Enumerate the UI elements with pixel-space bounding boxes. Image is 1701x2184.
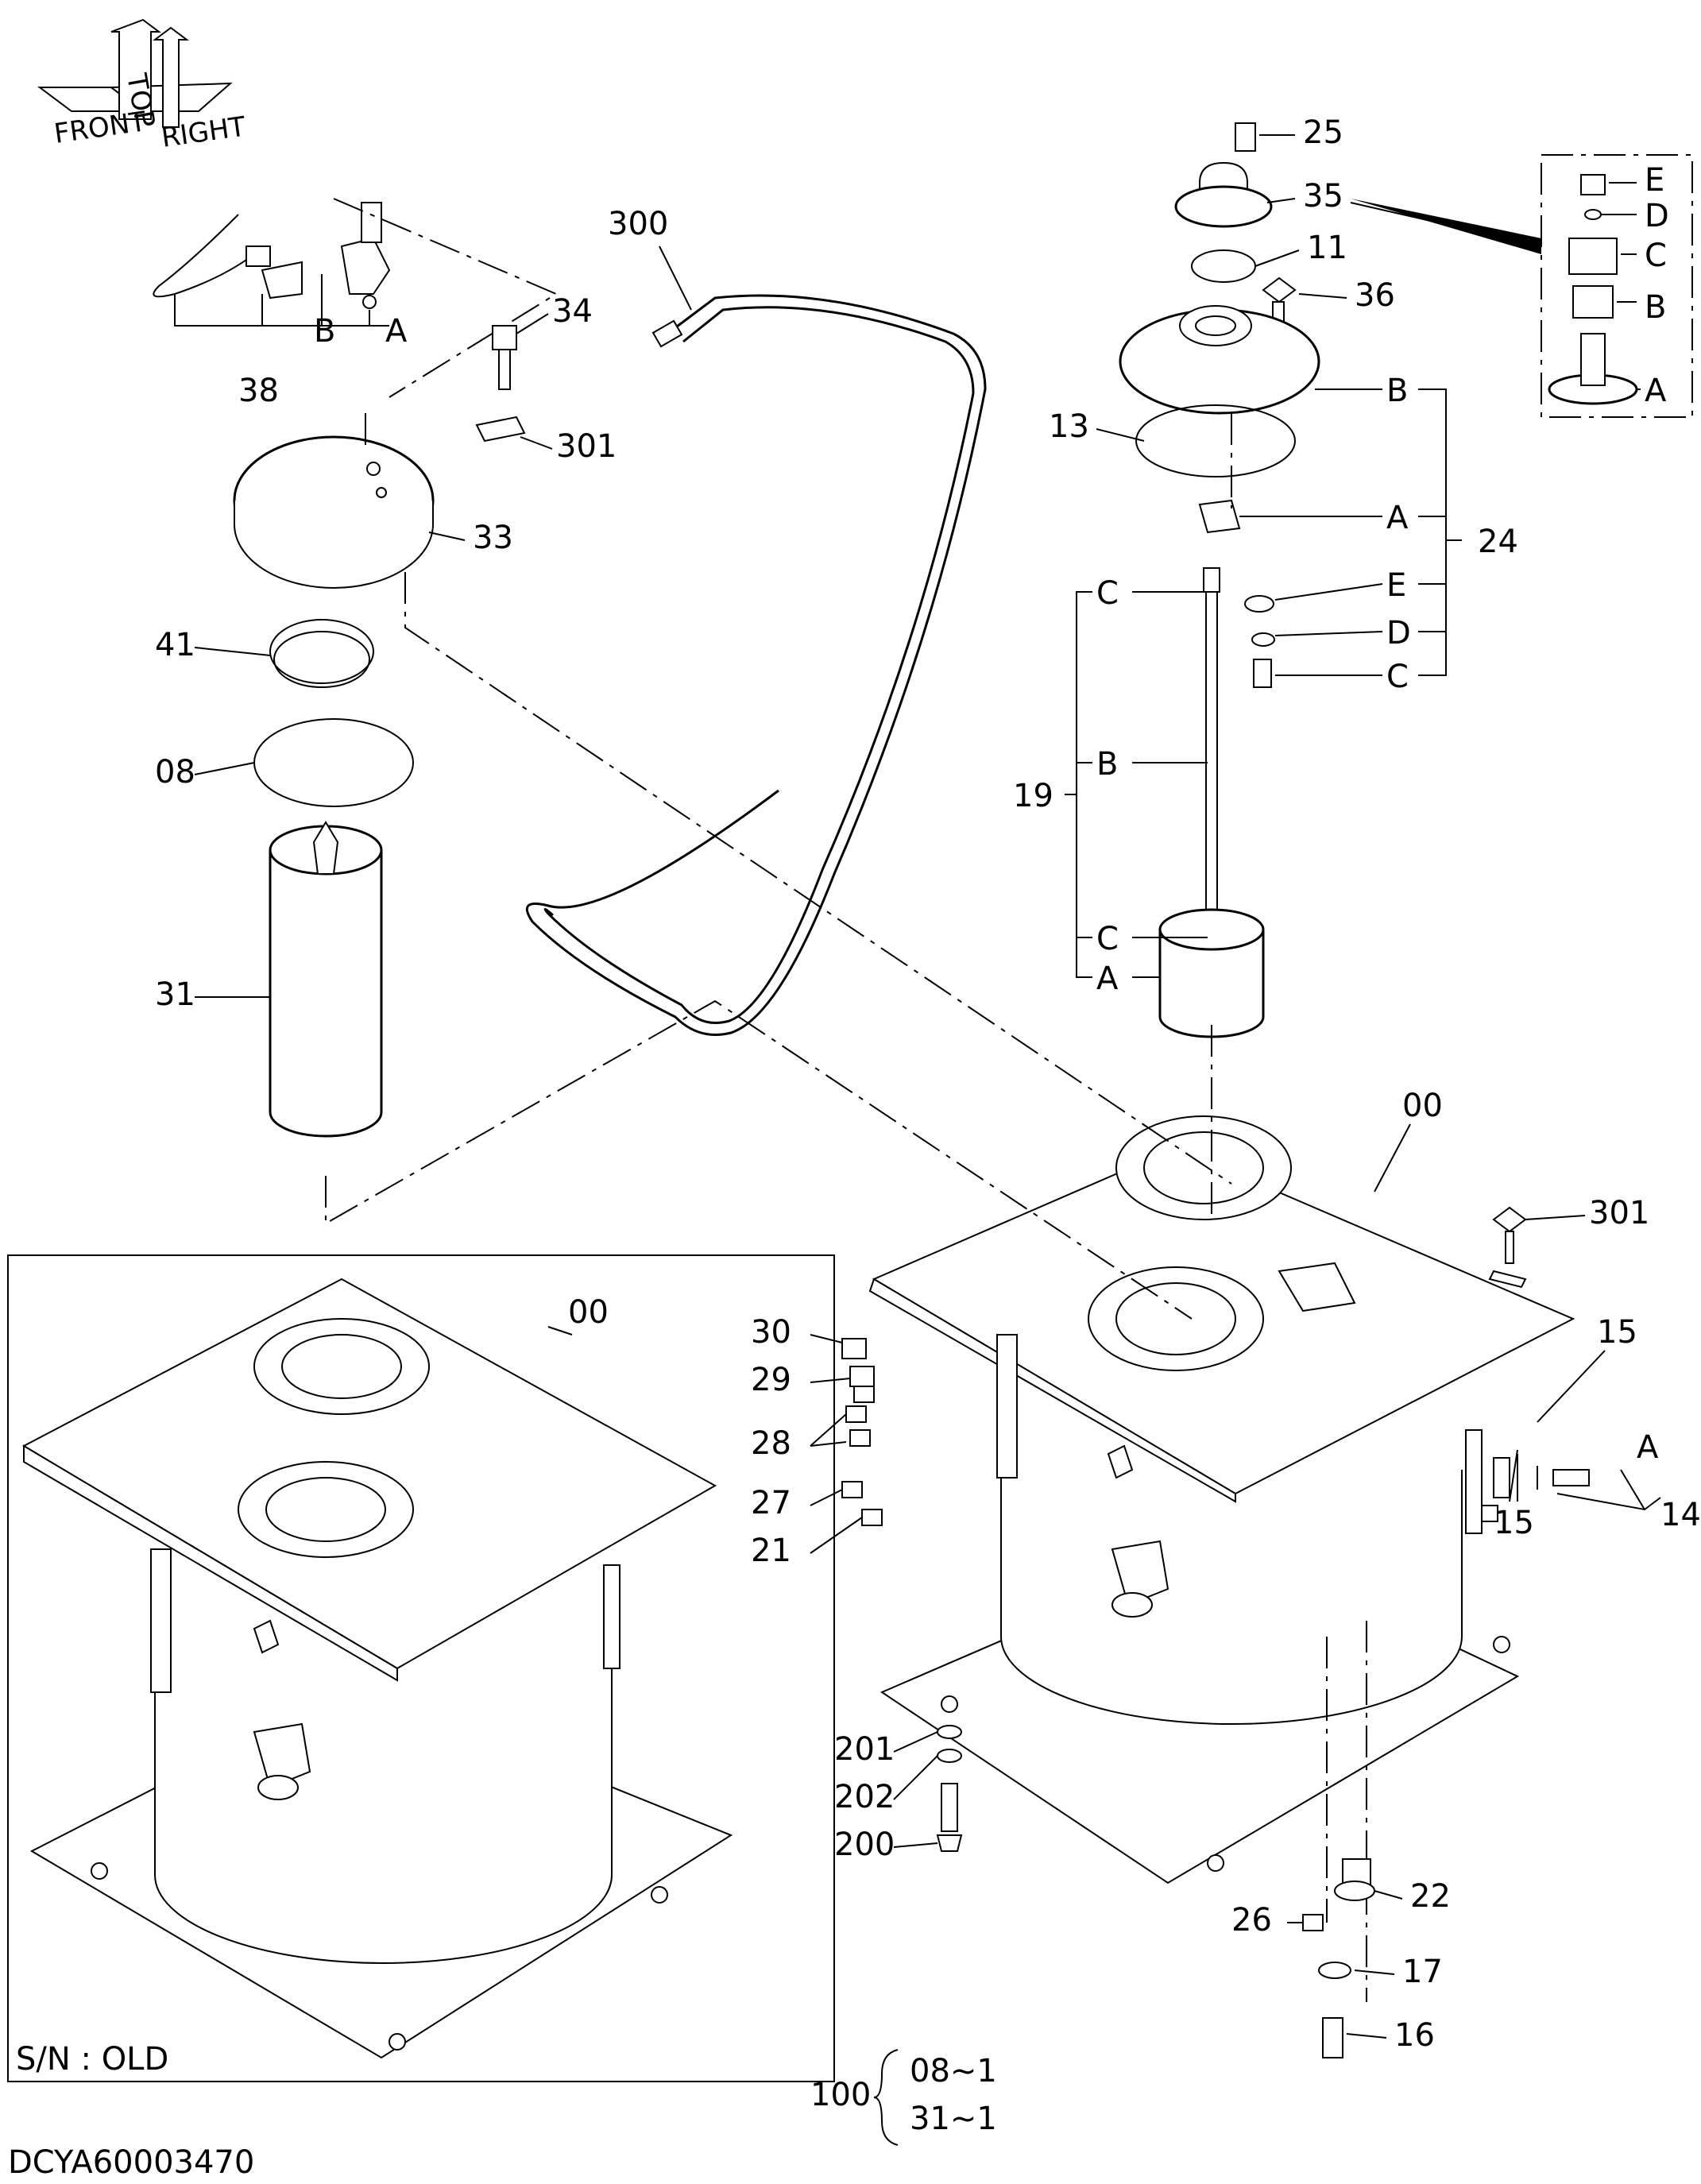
label-c-24: C	[1386, 659, 1409, 695]
callout-27: 27	[751, 1485, 791, 1521]
callout-08: 08	[155, 754, 195, 790]
label-a-bolt: A	[1637, 1429, 1659, 1466]
label-e-detail: E	[1645, 162, 1664, 199]
breather-35	[1174, 122, 1273, 283]
oring-08	[253, 718, 414, 807]
label-c-19-top: C	[1096, 575, 1119, 612]
callout-24: 24	[1478, 524, 1518, 560]
callout-31: 31	[155, 976, 195, 1013]
label-b-38: B	[314, 313, 335, 350]
pipe-300	[525, 294, 987, 1036]
orientation-indicator: FRONT TOP RIGHT	[37, 18, 248, 154]
assembly-line-33	[404, 572, 1232, 1185]
callout-30: 30	[751, 1314, 791, 1351]
side-fittings	[1481, 1206, 1590, 1522]
level-gauge-19	[1158, 567, 1265, 1038]
callout-201: 201	[834, 1731, 895, 1768]
bracket-301	[475, 325, 526, 443]
label-d-24: D	[1386, 615, 1411, 651]
callout-35: 35	[1303, 178, 1343, 215]
label-b-detail: B	[1645, 289, 1666, 326]
drawing-id: DCYA60003470	[8, 2144, 254, 2181]
label-a-24: A	[1386, 500, 1409, 536]
kit-item-08: 08~1	[910, 2053, 997, 2089]
breather-detail	[1350, 154, 1693, 418]
inset-frame	[7, 1254, 835, 2082]
assembly-line-31	[325, 999, 1193, 1320]
callout-25: 25	[1303, 114, 1343, 151]
filter-31	[269, 821, 383, 1138]
bottom-mount-hardware	[936, 1725, 963, 1852]
label-e-24: E	[1386, 567, 1406, 604]
callout-202: 202	[834, 1779, 895, 1815]
ring-41	[269, 619, 374, 688]
sensor-assembly-38	[153, 198, 559, 398]
label-b-19: B	[1096, 746, 1118, 783]
kit-100: 100 08~1 31~1	[810, 2049, 997, 2146]
callout-28: 28	[751, 1425, 791, 1462]
callout-29: 29	[751, 1362, 791, 1398]
callout-00-main: 00	[1402, 1088, 1443, 1124]
callout-34: 34	[552, 293, 593, 330]
callout-301-right: 301	[1589, 1195, 1649, 1231]
inset-sn-label: S/N : OLD	[16, 2041, 168, 2078]
label-c-detail: C	[1645, 238, 1667, 274]
label-a-19: A	[1096, 961, 1119, 997]
callout-11: 11	[1307, 230, 1347, 266]
callout-16: 16	[1394, 2017, 1435, 2054]
cover-33	[233, 435, 435, 589]
callout-14: 14	[1660, 1497, 1701, 1533]
callout-22: 22	[1410, 1878, 1451, 1915]
callout-17: 17	[1402, 1954, 1443, 1990]
label-a-38: A	[385, 313, 408, 350]
callout-26: 26	[1231, 1902, 1272, 1939]
callout-00-inset: 00	[568, 1294, 609, 1331]
callout-13: 13	[1049, 408, 1089, 445]
callout-200: 200	[834, 1826, 895, 1863]
callout-38: 38	[238, 373, 279, 409]
inset-old-tank	[21, 1278, 733, 2059]
callout-21: 21	[751, 1533, 791, 1569]
callout-36: 36	[1355, 277, 1395, 314]
callout-300: 300	[608, 206, 668, 242]
drain-plugs	[1302, 1621, 1375, 2058]
callout-33: 33	[473, 520, 513, 556]
kit-number: 100	[810, 2077, 871, 2113]
label-a-detail: A	[1645, 373, 1667, 409]
callout-41: 41	[155, 627, 195, 663]
label-b-24: B	[1386, 373, 1408, 409]
label-c-19-bottom: C	[1096, 921, 1119, 957]
callout-15-bottom: 15	[1494, 1505, 1534, 1541]
callout-19: 19	[1013, 778, 1053, 814]
callout-15-top: 15	[1597, 1314, 1637, 1351]
left-fittings	[841, 1338, 883, 1526]
label-d-detail: D	[1645, 198, 1669, 234]
callout-301-top: 301	[556, 428, 617, 465]
kit-item-31: 31~1	[910, 2101, 997, 2137]
flange-24	[1119, 305, 1320, 688]
main-tank	[868, 1115, 1575, 1884]
